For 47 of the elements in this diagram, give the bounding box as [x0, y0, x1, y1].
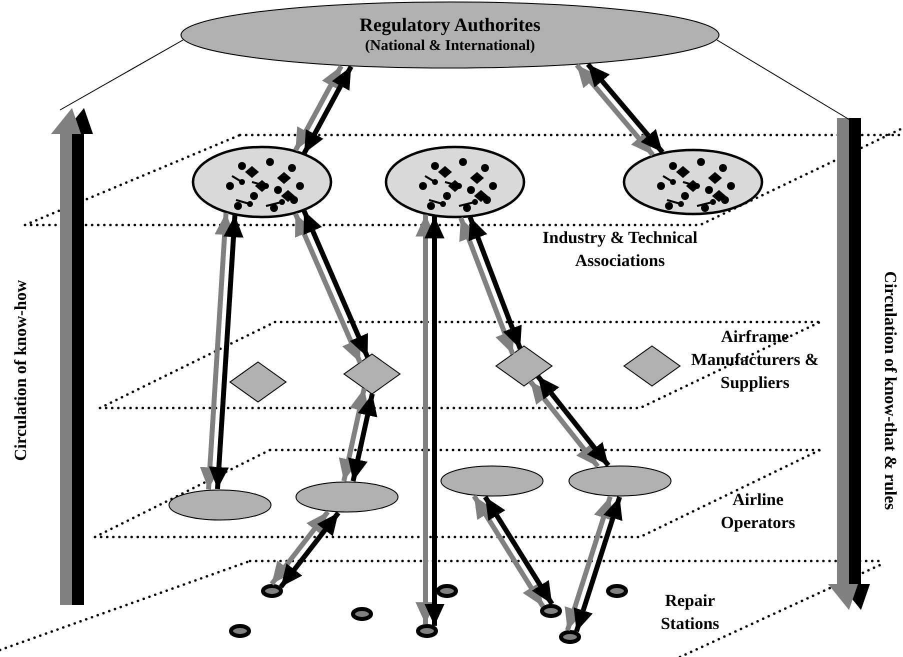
double-arrow — [528, 380, 600, 468]
layer-label: Airline Operators — [720, 489, 796, 534]
ring-shape — [416, 624, 438, 638]
diamond-shape — [496, 346, 552, 386]
diamond-shape — [344, 354, 400, 394]
ring-shape — [540, 604, 562, 618]
double-arrow — [536, 374, 610, 467]
ring-shape — [261, 584, 283, 598]
node-title: Regulatory Authorites — [359, 14, 540, 38]
diamond-shape — [624, 346, 680, 386]
double-arrow — [574, 496, 622, 632]
node-subtitle: (National & International) — [365, 37, 535, 56]
layer-label: Industry & Technical Associations — [542, 227, 698, 272]
double-arrow — [574, 63, 655, 157]
double-arrow — [278, 511, 340, 588]
double-arrow — [302, 210, 370, 358]
double-arrow — [586, 62, 664, 154]
ellipse — [168, 489, 272, 521]
double-arrow — [338, 388, 370, 482]
ring-shape — [229, 624, 251, 638]
authority-ellipse — [180, 1, 720, 69]
diamond-shape — [230, 362, 286, 402]
double-arrow — [293, 212, 362, 364]
ellipse — [623, 149, 763, 215]
double-arrow — [424, 216, 444, 626]
double-arrow — [208, 215, 244, 490]
double-arrow — [270, 510, 330, 586]
double-arrow — [348, 393, 378, 482]
double-arrow — [458, 217, 516, 355]
ring-shape — [606, 584, 628, 598]
layer-label: Repair Stations — [660, 590, 720, 635]
double-arrow — [564, 496, 614, 631]
axis-label: Circulation of know-that & rules — [881, 270, 898, 510]
ellipse — [295, 481, 399, 513]
ring-shape — [436, 584, 458, 598]
double-arrow — [472, 494, 545, 608]
ring-shape — [559, 630, 581, 644]
ring-shape — [351, 607, 373, 621]
ellipse — [568, 465, 672, 497]
double-arrow — [293, 64, 344, 152]
axis-label: Circulation of know-how — [12, 279, 29, 461]
double-arrow — [483, 496, 554, 606]
double-arrow — [468, 216, 523, 350]
ellipse — [440, 465, 544, 497]
ellipse — [385, 146, 525, 218]
double-arrow — [302, 65, 354, 154]
ellipse — [192, 146, 332, 218]
